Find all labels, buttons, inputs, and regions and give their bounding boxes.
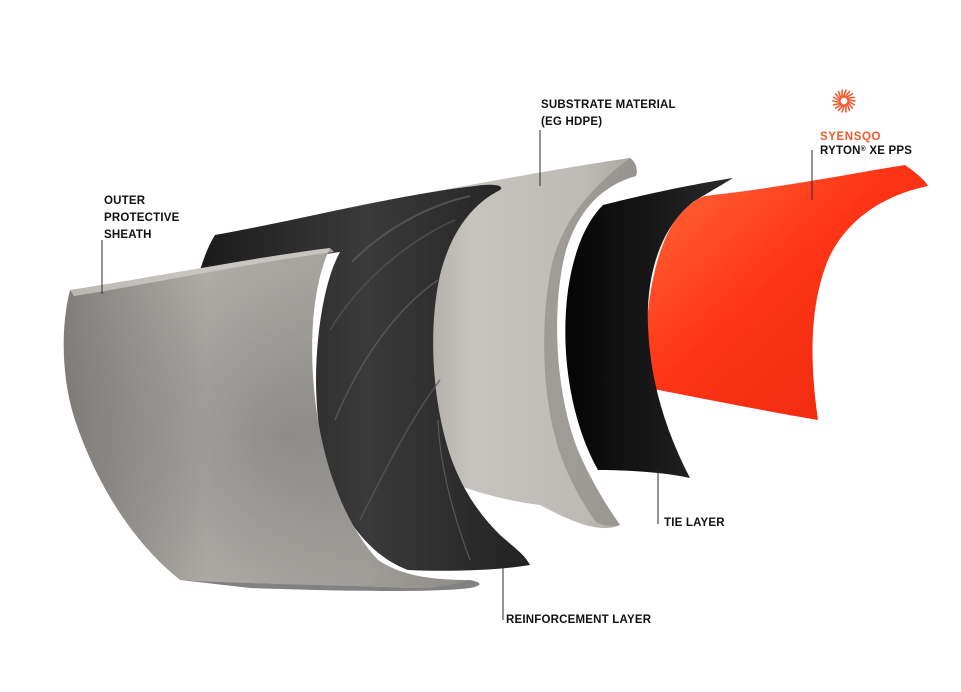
substrate-label-line: SUBSTRATE MATERIAL	[541, 97, 676, 114]
substrate-label: SUBSTRATE MATERIAL (EG HDPE)	[541, 97, 676, 131]
product-prefix: RYTON	[820, 145, 861, 157]
tie-layer-label: TIE LAYER	[664, 515, 725, 532]
outer-sheath-label-line: SHEATH	[104, 227, 179, 244]
tie-layer-label-text: TIE LAYER	[664, 517, 725, 529]
product-name: RYTON® XE PPS	[820, 144, 912, 158]
syensqo-logo-icon	[833, 90, 855, 112]
reinforcement-label-text: REINFORCEMENT LAYER	[506, 614, 651, 626]
substrate-label-line: (EG HDPE)	[541, 114, 676, 131]
brand-name: SYENSQO	[820, 130, 912, 144]
outer-sheath-label-line: OUTER	[104, 193, 179, 210]
product-suffix: XE PPS	[866, 145, 912, 157]
ryton-brand-label: SYENSQO RYTON® XE PPS	[820, 130, 912, 158]
outer-sheath-label-line: PROTECTIVE	[104, 210, 179, 227]
logo-ray	[834, 104, 841, 105]
registered-mark: ®	[861, 146, 866, 153]
logo-ray	[847, 97, 854, 98]
outer-sheath-label: OUTER PROTECTIVE SHEATH	[104, 193, 179, 244]
reinforcement-label: REINFORCEMENT LAYER	[506, 612, 651, 629]
